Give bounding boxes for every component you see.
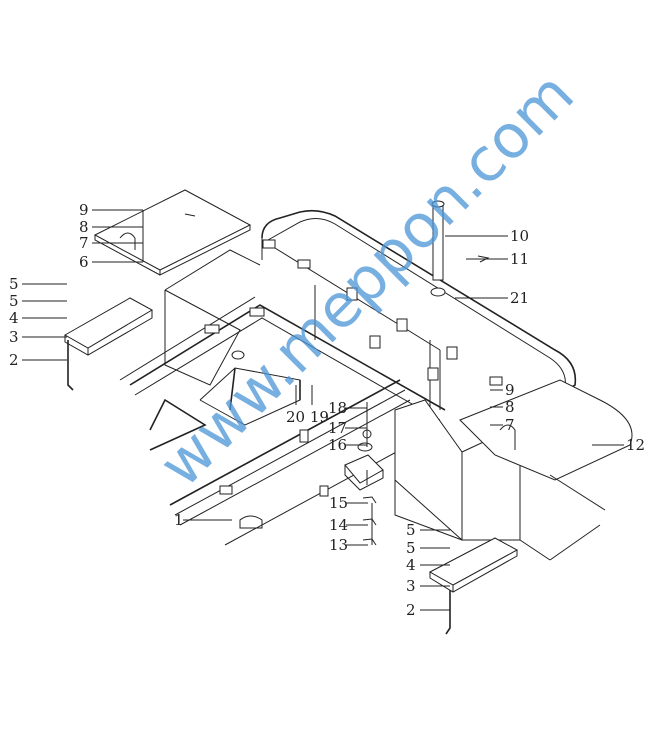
callout-11: 11 xyxy=(510,250,529,268)
leader-lines xyxy=(22,209,624,611)
callout-10: 10 xyxy=(510,227,529,245)
callout-8-left: 8 xyxy=(79,218,89,236)
callout-2-left: 2 xyxy=(9,351,19,369)
callout-14: 14 xyxy=(329,516,348,534)
callout-15: 15 xyxy=(329,494,348,512)
callout-17: 17 xyxy=(328,419,347,437)
mount-bracket xyxy=(344,402,384,546)
callout-7-right: 7 xyxy=(505,416,515,434)
callout-1: 1 xyxy=(174,511,184,529)
callout-5b-left: 5 xyxy=(9,292,19,310)
right-step xyxy=(428,537,519,635)
callout-5b-right: 5 xyxy=(406,539,416,557)
right-housing xyxy=(394,379,633,561)
left-step xyxy=(63,297,154,391)
callout-12: 12 xyxy=(626,436,645,454)
rear-panel xyxy=(261,209,577,410)
panel-bolt-squares xyxy=(346,287,458,381)
callout-3-right: 3 xyxy=(406,577,416,595)
callout-6-left: 6 xyxy=(79,253,89,271)
pin-part-10 xyxy=(430,200,490,297)
callout-labels: 9 8 7 6 5 5 4 3 2 10 11 21 9 8 7 12 18 1… xyxy=(9,201,645,619)
callout-8-right: 8 xyxy=(505,398,515,416)
callout-5a-right: 5 xyxy=(406,521,416,539)
callout-7-left: 7 xyxy=(79,234,89,252)
callout-4-left: 4 xyxy=(9,309,19,327)
callout-5a-left: 5 xyxy=(9,275,19,293)
callout-9-right: 9 xyxy=(505,381,515,399)
callout-3-left: 3 xyxy=(9,328,19,346)
callout-13: 13 xyxy=(329,536,348,554)
callout-20-19: 20 19 xyxy=(286,408,329,426)
callout-16: 16 xyxy=(328,436,347,454)
callout-21: 21 xyxy=(510,289,529,307)
left-cover xyxy=(93,189,252,276)
callout-2-right: 2 xyxy=(406,601,416,619)
callout-18: 18 xyxy=(328,399,347,417)
callout-9-left: 9 xyxy=(79,201,89,219)
callout-4-right: 4 xyxy=(406,556,416,574)
